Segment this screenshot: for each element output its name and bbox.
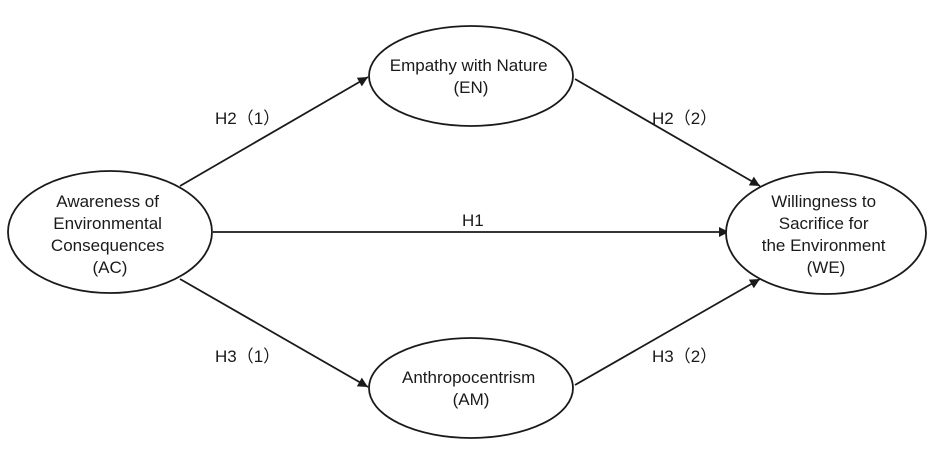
node-ac-label: Awareness of Environmental Consequences … (51, 192, 169, 277)
edge-ac-am-label: H3（1） (215, 347, 280, 366)
node-we-line: (WE) (807, 258, 846, 277)
node-am-line: Anthropocentrism (402, 368, 535, 387)
node-ac-line: Environmental (53, 214, 162, 233)
edge-ac-en: H2（1） (179, 76, 369, 187)
node-am-ellipse (368, 337, 574, 439)
edge-am-we-label: H3（2） (652, 347, 717, 366)
edge-am-we: H3（2） (574, 278, 761, 386)
node-en: Empathy with Nature (EN) (368, 25, 574, 127)
edge-ac-we: H1 (213, 211, 729, 237)
edge-ac-am: H3（1） (179, 278, 369, 388)
edge-ac-en-label: H2（1） (215, 109, 280, 128)
node-we-line: Willingness to (771, 192, 876, 211)
node-en-line: Empathy with Nature (390, 56, 548, 75)
node-en-label: Empathy with Nature (EN) (390, 56, 553, 97)
node-ac-line: Awareness of (56, 192, 159, 211)
node-ac: Awareness of Environmental Consequences … (7, 170, 213, 294)
node-en-ellipse (368, 25, 574, 127)
node-am: Anthropocentrism (AM) (368, 337, 574, 439)
edge-en-we-line (574, 78, 761, 187)
edge-en-we-label: H2（2） (652, 109, 717, 128)
node-ac-ellipse (7, 170, 213, 294)
node-ac-line: (AC) (93, 258, 128, 277)
node-we-line: the Environment (762, 236, 886, 255)
node-en-line: (EN) (454, 78, 489, 97)
edge-ac-we-label: H1 (462, 211, 484, 230)
node-we: Willingness to Sacrifice for the Environ… (725, 171, 927, 295)
node-ac-line: Consequences (51, 236, 164, 255)
edge-en-we: H2（2） (574, 78, 761, 187)
node-we-label: Willingness to Sacrifice for the Environ… (762, 192, 891, 277)
edge-ac-en-line (179, 76, 369, 187)
edge-ac-am-line (179, 278, 369, 388)
node-am-label: Anthropocentrism (AM) (402, 368, 540, 409)
node-we-line: Sacrifice for (779, 214, 869, 233)
node-am-line: (AM) (453, 390, 490, 409)
edge-am-we-line (574, 278, 761, 386)
node-we-ellipse (725, 171, 927, 295)
